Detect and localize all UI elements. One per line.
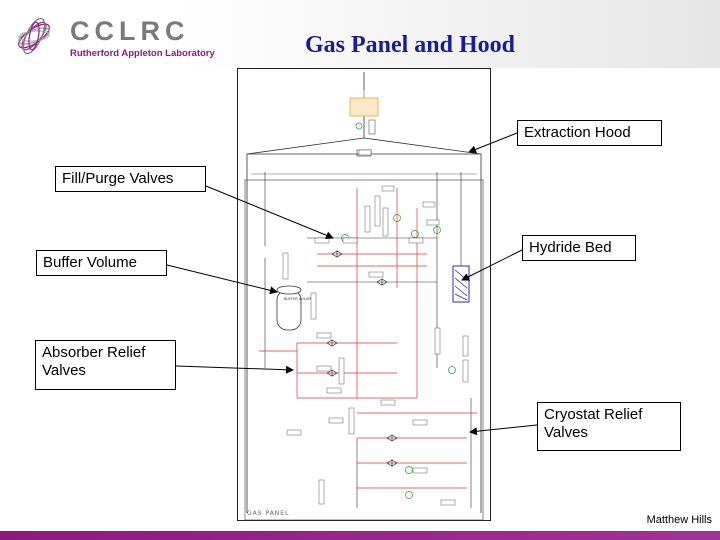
instrument-tags — [286, 149, 456, 506]
callout-fill-purge-text: Fill/Purge Valves — [62, 170, 174, 187]
callout-cryostat-relief-valves: Cryostat Relief Valves — [537, 402, 681, 451]
callout-hydride-bed-text: Hydride Bed — [529, 239, 612, 256]
callout-cryostat-relief-line2: Valves — [544, 424, 588, 441]
logo-subtitle: Rutherford Appleton Laboratory — [70, 48, 215, 59]
vertical-tag-strips — [282, 195, 469, 505]
logo-text: CCLRC — [70, 16, 190, 46]
swirl-logo-icon — [18, 17, 50, 55]
callout-hydride-bed: Hydride Bed — [522, 235, 636, 261]
page-title: Gas Panel and Hood — [304, 32, 516, 58]
gas-panel-label: GAS PANEL — [247, 510, 289, 517]
callout-extraction-hood: Extraction Hood — [517, 120, 662, 146]
callout-absorber-relief-line1: Absorber Relief — [42, 344, 146, 361]
callout-fill-purge-valves: Fill/Purge Valves — [55, 166, 206, 192]
header-background — [0, 0, 720, 68]
buffer-volume-label: BUFFER VOLUME — [284, 297, 313, 301]
callout-buffer-volume-text: Buffer Volume — [43, 254, 137, 271]
callout-cryostat-relief-line1: Cryostat Relief — [544, 406, 643, 423]
fan-unit — [349, 90, 379, 135]
callout-extraction-hood-text: Extraction Hood — [524, 124, 631, 141]
piping-red — [259, 188, 477, 489]
hydride-bed-vessel — [452, 265, 470, 303]
cclrc-logo: CCLRC Rutherford Appleton Laboratory — [8, 6, 215, 64]
callout-absorber-relief-valves: Absorber Relief Valves — [35, 340, 176, 390]
buffer-volume-vessel — [276, 285, 302, 331]
gas-panel-schematic: BUFFER VOLUME GAS PANEL — [237, 68, 491, 521]
callout-buffer-volume: Buffer Volume — [36, 250, 167, 276]
author-name: Matthew Hills — [646, 514, 712, 526]
bottom-bar — [0, 531, 720, 540]
callout-absorber-relief-line2: Valves — [42, 362, 86, 379]
